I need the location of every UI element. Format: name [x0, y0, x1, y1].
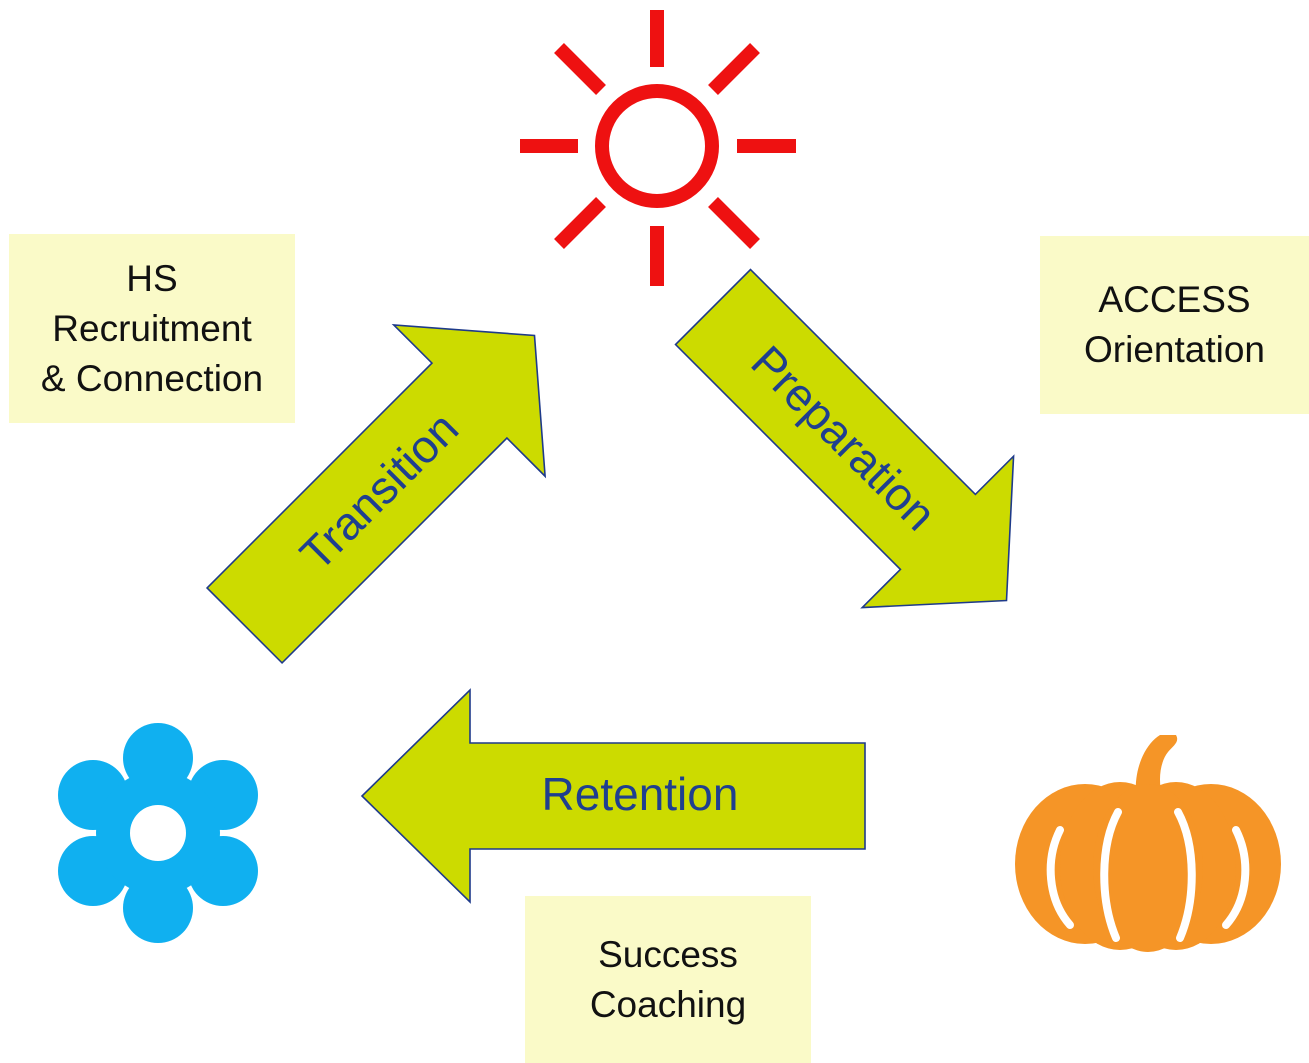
hs-line-2: Recruitment	[52, 307, 252, 349]
pumpkin-icon	[1015, 735, 1281, 952]
hs-line-1: HS	[126, 257, 178, 299]
retention-label: Retention	[542, 768, 739, 820]
access-orientation-box: ACCESS Orientation	[1040, 236, 1309, 414]
success-coaching-box: Success Coaching	[525, 896, 811, 1063]
flower-icon	[58, 723, 258, 943]
hs-recruitment-box: HS Recruitment & Connection	[9, 234, 295, 423]
sun-icon	[520, 10, 796, 286]
access-line-1: ACCESS	[1098, 279, 1251, 320]
success-line-1: Success	[598, 933, 738, 975]
success-line-2: Coaching	[589, 983, 747, 1025]
hs-line-3: & Connection	[40, 357, 264, 399]
access-line-2: Orientation	[1084, 329, 1265, 370]
